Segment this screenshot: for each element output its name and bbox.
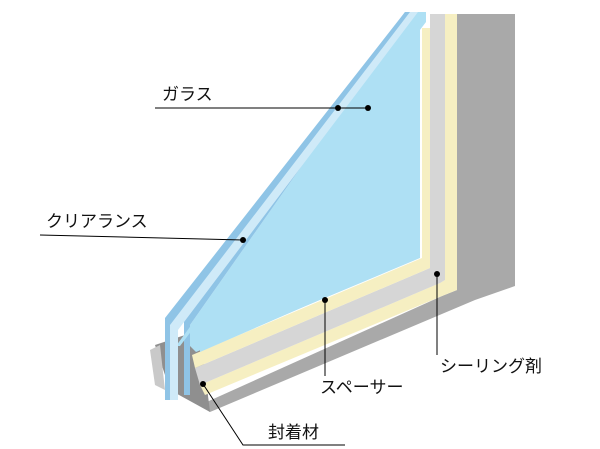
glass-dot-rear: [365, 105, 371, 111]
glass-dot-front: [335, 105, 341, 111]
frame-front-face: [200, 14, 475, 412]
frame-bottom-lip: [150, 345, 165, 390]
frame-right-face: [475, 14, 515, 300]
front-glass-face: [200, 36, 416, 352]
spacer-dot: [322, 297, 328, 303]
glass-label: ガラス: [162, 85, 213, 105]
adhesive-leader-line: [202, 383, 345, 446]
inner-sealant-strip: [192, 28, 430, 368]
spacer-label: スペーサー: [320, 378, 404, 398]
sealant-label: シーリング剤: [440, 357, 542, 377]
clearance-leader-line: [39, 234, 244, 241]
adhesive-dot: [200, 381, 206, 387]
sealant-dot: [434, 271, 440, 277]
clearance-dot: [240, 237, 246, 243]
front-glass-pane: [176, 12, 426, 346]
spacer-layer: [195, 14, 445, 385]
clearance-label: クリアランス: [46, 212, 148, 232]
adhesive-label: 封着材: [268, 423, 319, 443]
